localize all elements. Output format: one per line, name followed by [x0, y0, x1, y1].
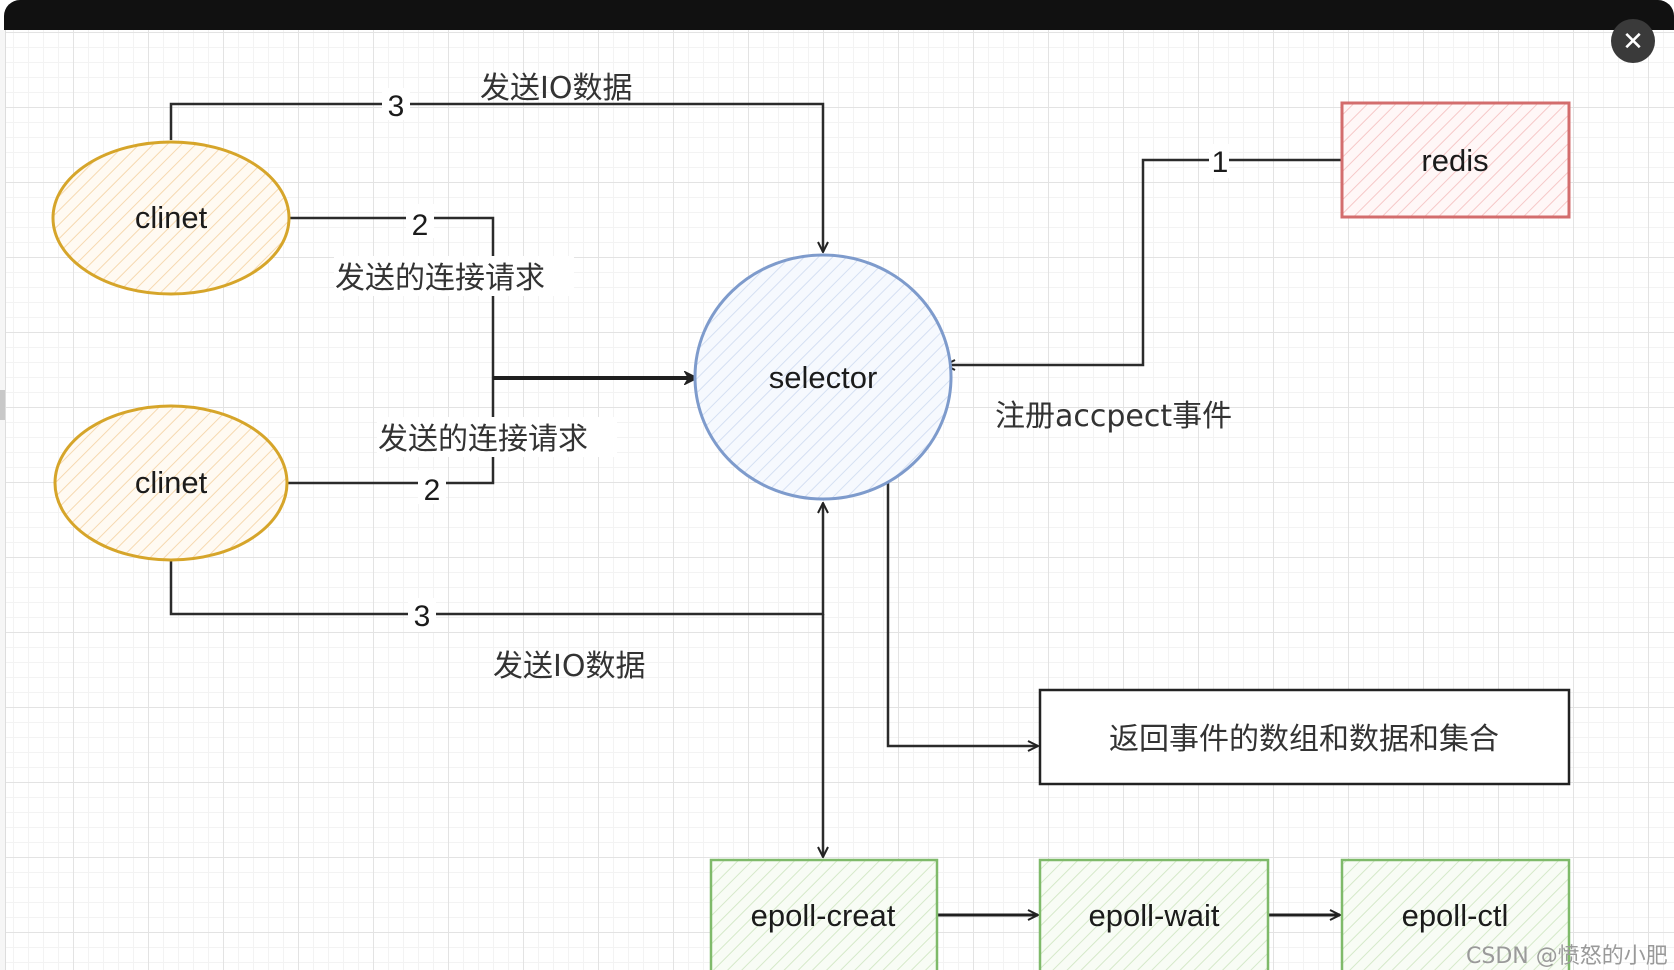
- edge-top-connect[interactable]: [286, 216, 495, 378]
- step-label-top-io: 3: [382, 88, 410, 123]
- edge-redis-register[interactable]: [945, 158, 1342, 365]
- node-client-bottom[interactable]: clinet: [53, 404, 289, 562]
- left-edge-scroll-marker[interactable]: [0, 390, 5, 420]
- step-label-bottom-io: 3: [408, 598, 436, 633]
- svg-text:注册accpect事件: 注册accpect事件: [995, 399, 1232, 434]
- node-client-top[interactable]: clinet: [51, 140, 291, 296]
- svg-text:发送IO数据: 发送IO数据: [480, 71, 632, 106]
- node-result-box[interactable]: 返回事件的数组和数据和集合: [1038, 688, 1571, 786]
- svg-text:发送IO数据: 发送IO数据: [493, 649, 645, 684]
- label-redis-register: 注册accpect事件: [995, 399, 1232, 434]
- node-redis[interactable]: redis: [1340, 101, 1571, 219]
- svg-text:1: 1: [1212, 146, 1229, 179]
- left-edge-strip: [0, 30, 6, 970]
- svg-text:发送的连接请求: 发送的连接请求: [378, 422, 588, 457]
- step-label-redis-register: 1: [1209, 144, 1229, 179]
- close-icon: ✕: [1622, 26, 1644, 56]
- svg-text:2: 2: [412, 209, 429, 242]
- svg-text:redis: redis: [1421, 143, 1488, 178]
- label-top-connect: 发送的连接请求: [334, 256, 574, 296]
- svg-text:epoll-ctl: epoll-ctl: [1402, 898, 1509, 933]
- step-label-top-connect: 2: [406, 204, 434, 242]
- node-selector[interactable]: selector: [693, 253, 953, 501]
- node-epoll-creat[interactable]: epoll-creat: [709, 858, 939, 970]
- svg-text:selector: selector: [769, 360, 878, 395]
- svg-text:返回事件的数组和数据和集合: 返回事件的数组和数据和集合: [1109, 722, 1499, 757]
- label-bottom-io: 发送IO数据: [493, 649, 645, 684]
- step-label-bottom-connect: 2: [418, 470, 446, 507]
- node-epoll-wait[interactable]: epoll-wait: [1038, 858, 1270, 970]
- svg-text:clinet: clinet: [135, 200, 208, 235]
- svg-text:3: 3: [414, 600, 431, 633]
- label-top-io: 发送IO数据: [480, 71, 632, 106]
- edge-selector-result[interactable]: [886, 482, 1038, 746]
- edge-bottom-connect[interactable]: [286, 378, 495, 485]
- svg-text:epoll-creat: epoll-creat: [751, 898, 896, 933]
- node-epoll-ctl[interactable]: epoll-ctl: [1340, 858, 1571, 970]
- edge-top-io[interactable]: [169, 102, 823, 252]
- edge-bottom-io[interactable]: [169, 503, 823, 616]
- viewer-title-bar: [4, 0, 1674, 30]
- label-bottom-connect: 发送的连接请求: [377, 417, 617, 457]
- svg-text:2: 2: [424, 474, 441, 507]
- svg-text:clinet: clinet: [135, 465, 208, 500]
- close-button[interactable]: ✕: [1611, 19, 1655, 63]
- watermark: CSDN @愤怒的小肥: [1466, 944, 1668, 969]
- svg-text:发送的连接请求: 发送的连接请求: [335, 261, 545, 296]
- svg-text:3: 3: [388, 90, 405, 123]
- svg-text:epoll-wait: epoll-wait: [1089, 898, 1220, 933]
